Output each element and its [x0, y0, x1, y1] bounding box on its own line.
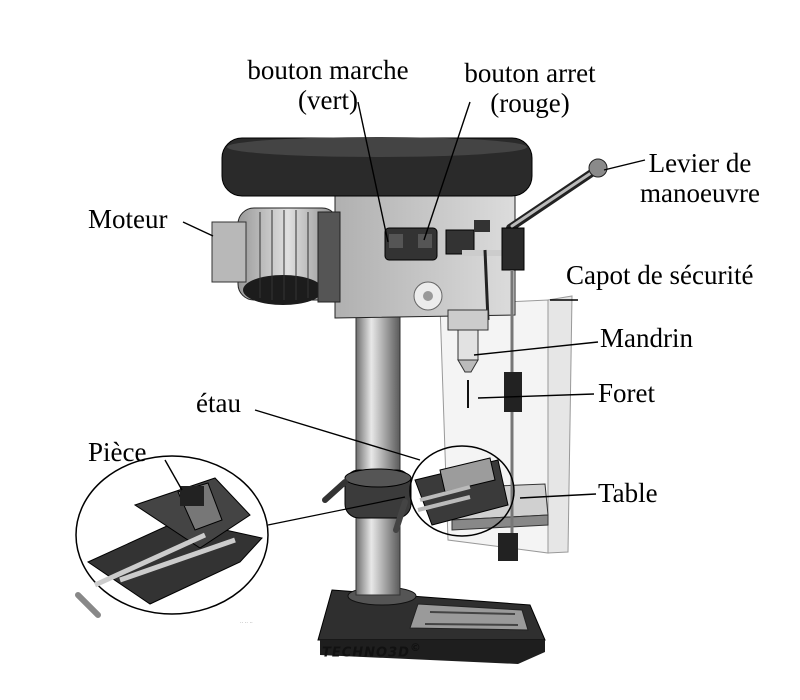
label-capot: Capot de sécurité [566, 260, 754, 290]
spindle-chuck [447, 309, 489, 408]
copyright-mark: © [409, 641, 422, 654]
leader-piece [164, 459, 183, 491]
leader-lines [164, 101, 646, 499]
vise-detail-bubble [75, 455, 269, 618]
label-levier: Levier de manoeuvre [620, 148, 780, 208]
label-bouton-arret-line1: bouton arret [464, 58, 596, 88]
label-piece: Pièce [88, 437, 147, 467]
table-bracket [322, 468, 412, 533]
column [355, 309, 401, 596]
leader-levier [603, 159, 646, 171]
head [221, 137, 533, 319]
leader-moteur [182, 221, 214, 237]
leader-foret [477, 393, 595, 399]
label-bouton-arret-line2: (rouge) [490, 88, 570, 118]
zoom-line [267, 496, 406, 526]
label-bouton-arret: bouton arret (rouge) [440, 58, 620, 118]
watermark-text: TECHNO3D [322, 645, 410, 661]
leader-table [519, 493, 597, 499]
label-bouton-marche: bouton marche (vert) [228, 55, 428, 115]
label-moteur: Moteur [88, 204, 168, 234]
feed-lever [445, 158, 608, 561]
leader-etau [254, 409, 421, 461]
label-table: Table [598, 478, 658, 508]
small-signature: ·· ·· ·· [240, 620, 253, 626]
label-bouton-marche-line2: (vert) [298, 85, 358, 115]
label-foret: Foret [598, 378, 655, 408]
watermark: TECHNO3D© [322, 641, 422, 660]
label-bouton-marche-line1: bouton marche [247, 55, 409, 85]
label-etau: étau [196, 388, 241, 418]
vise-on-table [414, 457, 509, 526]
leader-bouton-arret [423, 101, 471, 241]
base [317, 586, 546, 664]
label-levier-line1: Levier de [648, 148, 752, 178]
vise-highlight-circle [409, 445, 515, 537]
label-mandrin: Mandrin [600, 323, 693, 353]
motor [211, 207, 341, 305]
label-levier-line2: manoeuvre [640, 178, 760, 208]
leader-mandrin [473, 341, 599, 356]
leader-bouton-marche [357, 101, 389, 243]
